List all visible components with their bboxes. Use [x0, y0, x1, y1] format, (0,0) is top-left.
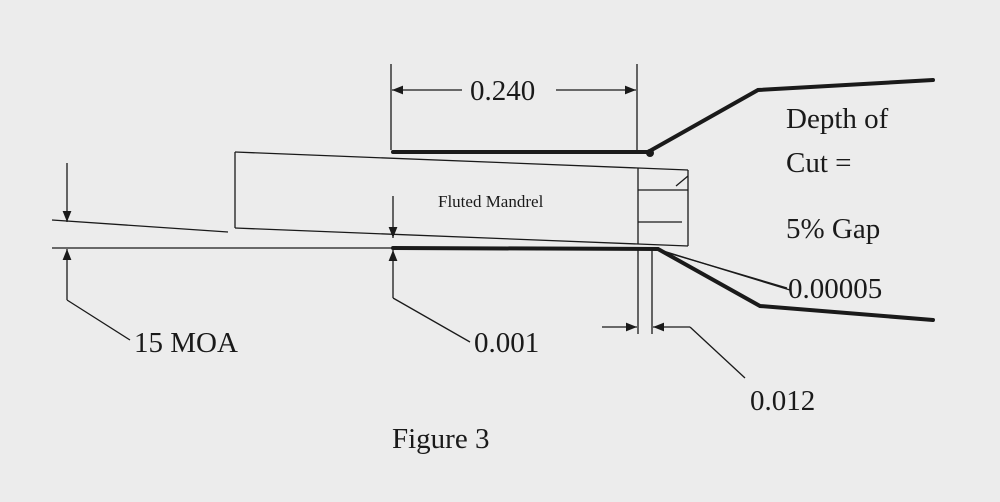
- angle-leader: [66, 299, 131, 341]
- small-gap-leader: [664, 251, 788, 289]
- fluted-mandrel: [234, 151, 689, 247]
- offset-label: 0.001: [474, 327, 539, 359]
- land-width-label: 0.012: [750, 385, 815, 417]
- lower-bore-wall: [391, 246, 935, 322]
- dim-012-leader: [689, 326, 746, 379]
- length-label: 0.240: [470, 75, 535, 107]
- mandrel-label: Fluted Mandrel: [438, 192, 544, 211]
- upper-corner-dot: [646, 149, 654, 157]
- offset-leader: [392, 297, 471, 343]
- gap-percent-label: 5% Gap: [786, 213, 880, 245]
- depth-of-cut-line2: Cut =: [786, 147, 852, 179]
- small-gap-label: 0.00005: [788, 273, 882, 305]
- reference-line-top: [51, 219, 229, 233]
- depth-of-cut-line1: Depth of: [786, 103, 889, 135]
- angle-label: 15 MOA: [134, 327, 238, 359]
- figure-caption: Figure 3: [392, 423, 489, 455]
- upper-bore-wall: [391, 78, 935, 154]
